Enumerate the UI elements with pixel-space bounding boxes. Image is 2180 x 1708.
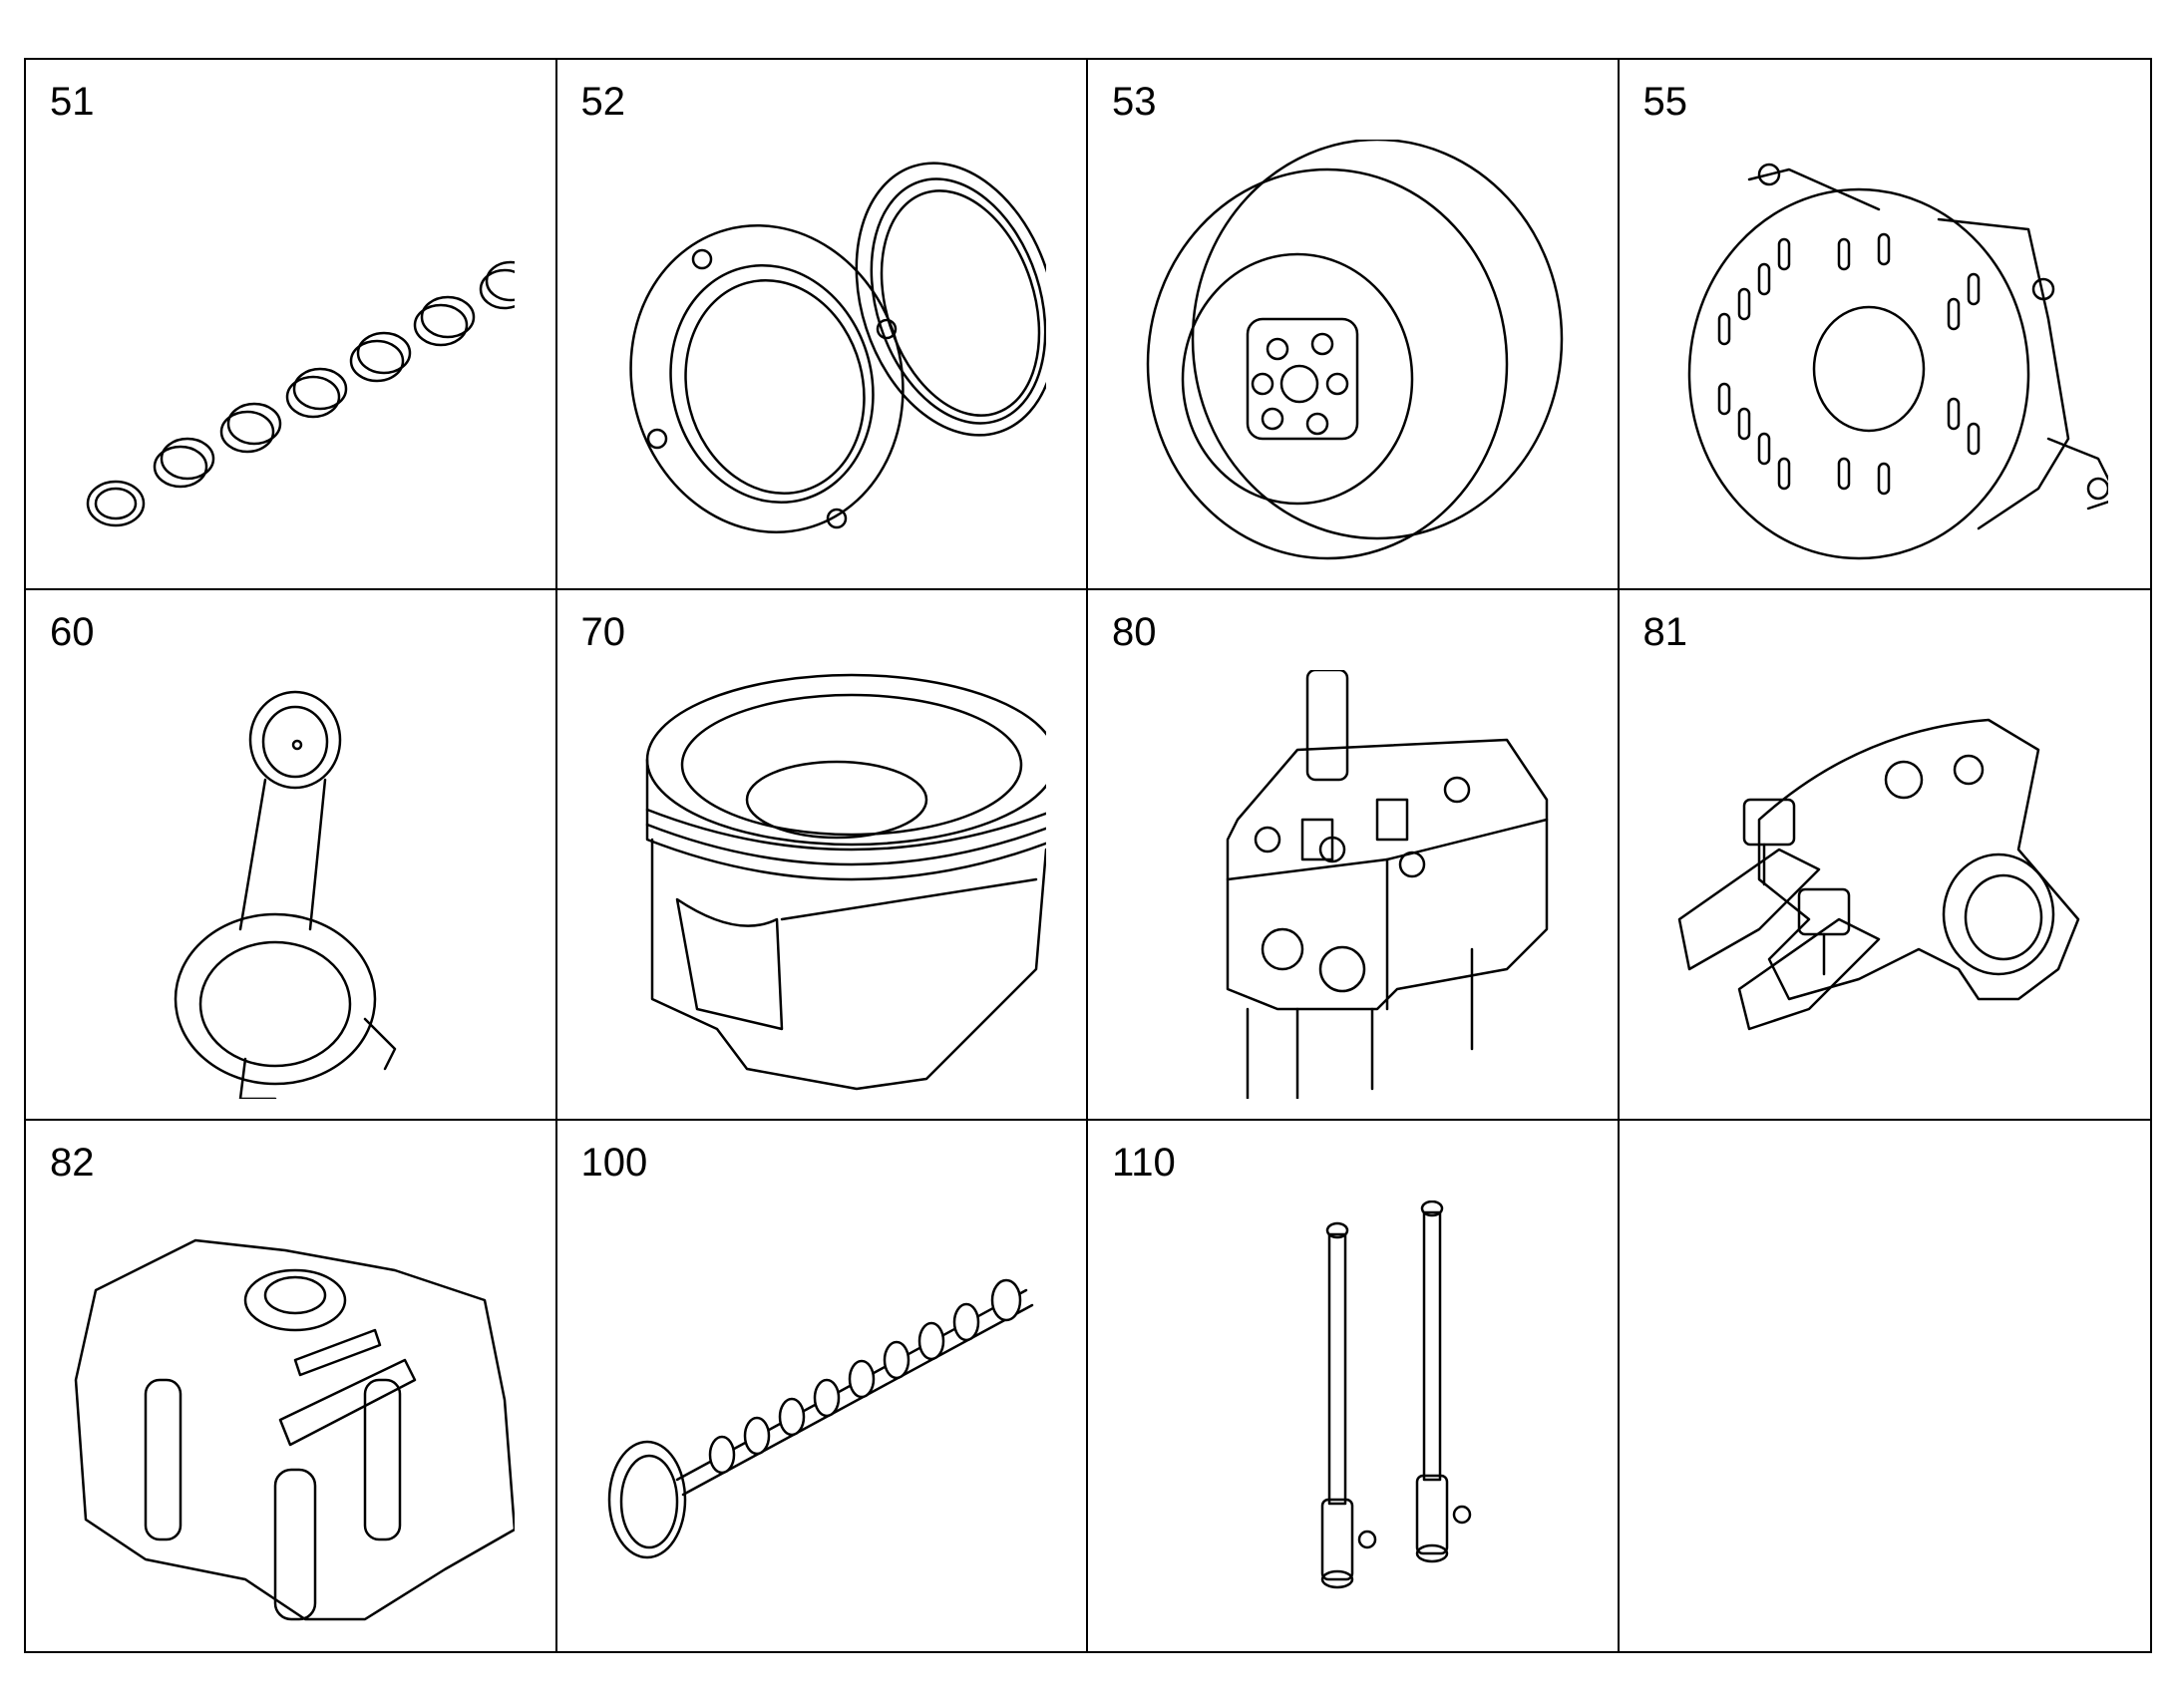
push-rod-icon bbox=[1320, 1200, 1472, 1589]
part-number-label: 81 bbox=[1642, 610, 1688, 654]
part-number-label: 80 bbox=[1112, 610, 1157, 654]
part-number-label: 55 bbox=[1642, 80, 1688, 124]
part-number-label: 110 bbox=[1112, 1141, 1176, 1185]
part-cell-110: 110 bbox=[1088, 1121, 1620, 1651]
part-number-label: 52 bbox=[580, 80, 626, 124]
damper-guard-icon bbox=[1687, 163, 2108, 560]
part-number-label: 70 bbox=[580, 610, 626, 654]
part-cell-100: 100 bbox=[557, 1121, 1088, 1651]
bearing-shells-icon bbox=[86, 260, 515, 527]
part-cell-82: 82 bbox=[26, 1121, 557, 1651]
rocker-arm-assembly-icon bbox=[1677, 718, 2079, 1031]
vibration-damper-icon bbox=[1146, 140, 1564, 560]
part-cell-55: 55 bbox=[1619, 60, 2150, 590]
part-cell-empty bbox=[1620, 1121, 2151, 1651]
part-cell-53: 53 bbox=[1088, 60, 1620, 590]
piston-icon bbox=[645, 673, 1046, 1091]
cylinder-head-cover-icon bbox=[74, 1238, 515, 1621]
part-cell-60: 60 bbox=[26, 590, 557, 1121]
seal-carrier-icon bbox=[628, 162, 1046, 533]
part-number-label: 51 bbox=[50, 80, 95, 124]
part-cell-80: 80 bbox=[1088, 590, 1620, 1121]
part-cell-52: 52 bbox=[556, 60, 1088, 590]
part-number-label: 100 bbox=[580, 1141, 648, 1185]
part-number-label: 82 bbox=[50, 1141, 95, 1185]
part-number-label: 53 bbox=[1112, 80, 1157, 124]
part-cell-70: 70 bbox=[556, 590, 1088, 1121]
connecting-rod-icon bbox=[174, 690, 397, 1099]
part-cell-81: 81 bbox=[1619, 590, 2150, 1121]
parts-grid: 51 52 bbox=[24, 58, 2152, 1653]
part-number-label: 60 bbox=[50, 610, 95, 654]
camshaft-icon bbox=[607, 1278, 1033, 1559]
part-cell-51: 51 bbox=[26, 60, 557, 590]
cylinder-head-icon bbox=[1226, 670, 1549, 1099]
